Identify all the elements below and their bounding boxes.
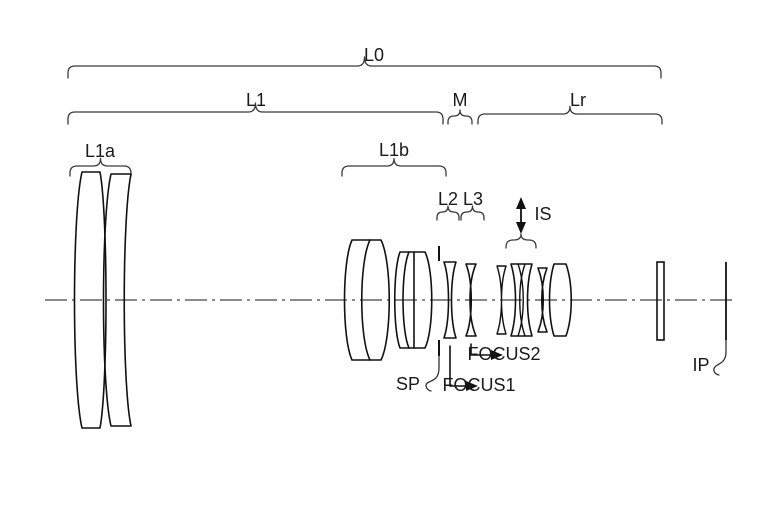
callout-label-focus2: FOCUS2 xyxy=(467,344,540,364)
bracket-l1a xyxy=(69,157,132,177)
callout-leaders xyxy=(425,339,727,392)
lens-group-l3 xyxy=(465,263,477,337)
lens-cement-surface-lr-2a xyxy=(517,263,524,337)
bracket-label-l1: L1 xyxy=(246,90,266,110)
bracket-label-l1a: L1a xyxy=(85,141,116,161)
lens-elements xyxy=(73,171,727,429)
bracket-shape-lr xyxy=(477,105,663,125)
focus1-leader xyxy=(449,345,469,387)
focus2-arrow-head xyxy=(491,350,503,360)
bracket-shape-l1b xyxy=(341,157,447,177)
is-arrow-head-up xyxy=(516,197,526,209)
lens-element-lr-1 xyxy=(496,265,507,335)
bracket-label-l0: L0 xyxy=(364,45,384,65)
bracket-shape-l3 xyxy=(460,205,485,221)
bracket-l1 xyxy=(67,102,444,125)
bracket-l2 xyxy=(436,205,460,221)
lens-element-l3 xyxy=(465,263,477,337)
is-arrow-head-down xyxy=(516,222,526,234)
lens-element-l2 xyxy=(443,261,457,339)
lens-element-lr-2 xyxy=(510,263,533,337)
lens-group-l1b xyxy=(343,239,433,361)
bracket-label-l1b: L1b xyxy=(379,140,409,160)
bracket-label-m: M xyxy=(453,90,468,110)
bracket-label-lr: Lr xyxy=(570,90,586,110)
lens-cement-surface-l1b-2 xyxy=(402,251,410,349)
filter-plate xyxy=(656,261,665,341)
sp-leader xyxy=(425,355,440,392)
callout-label-ip: IP xyxy=(692,355,709,375)
bracket-l1b xyxy=(341,157,447,177)
bracket-group xyxy=(67,56,663,249)
callout-label-sp: SP xyxy=(396,374,420,394)
ip-leader xyxy=(713,339,727,376)
bracket-l0 xyxy=(67,56,662,79)
is-shift-arrow xyxy=(516,197,526,234)
bracket-shape-m xyxy=(447,109,473,125)
callout-label-focus1: FOCUS1 xyxy=(442,375,515,395)
lens-element-lr-3 xyxy=(537,267,548,333)
lens-group-lr xyxy=(496,263,572,337)
focus2-leader xyxy=(470,343,493,356)
lens-element-l1b-1 xyxy=(343,239,391,361)
bracket-shape-l2 xyxy=(436,205,460,221)
bracket-label-l3: L3 xyxy=(463,189,483,209)
bracket-label-is: IS xyxy=(534,204,551,224)
focus1-arrow-head xyxy=(466,381,478,391)
lens-element-l1b-2 xyxy=(393,251,433,349)
lens-element-l1a-2 xyxy=(102,173,132,427)
lens-cement-surface-lr-2b xyxy=(519,263,526,337)
bracket-shape-l1 xyxy=(67,102,444,125)
bracket-shape-l1a xyxy=(69,157,132,177)
lens-group-l1a xyxy=(73,171,132,429)
bracket-label-l2: L2 xyxy=(438,189,458,209)
bracket-l3 xyxy=(460,205,485,221)
bracket-lr xyxy=(477,105,663,125)
lens-element-lr-4 xyxy=(548,263,572,337)
bracket-m xyxy=(447,109,473,125)
lens-group-l2 xyxy=(443,261,457,339)
bracket-shape-l0 xyxy=(67,56,662,79)
lens-cement-surface-l1b-1 xyxy=(360,239,371,361)
